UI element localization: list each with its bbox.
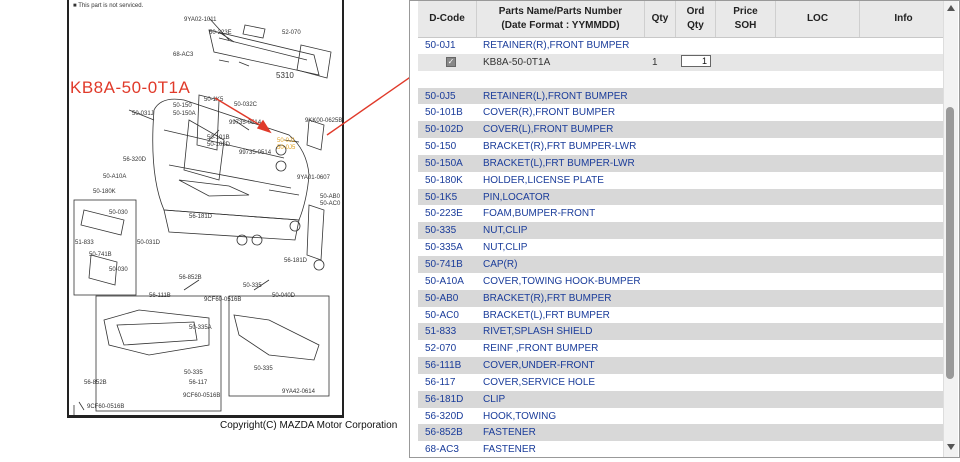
diagram-label: 50-A10A xyxy=(103,174,127,180)
parts-diagram: ■ This part is not serviced. xyxy=(67,0,344,418)
diagram-label: 50-223E xyxy=(209,30,232,36)
diagram-label-highlighted: 50-0J1 xyxy=(277,138,296,144)
diagram-label: 50-AC0 xyxy=(320,201,341,207)
scroll-up-icon[interactable] xyxy=(947,5,955,11)
diagram-label: 50-030 xyxy=(109,210,128,216)
col-loc[interactable]: LOC xyxy=(776,1,860,37)
diagram-label: 56-181D xyxy=(284,258,308,264)
col-parts-name[interactable]: Parts Name/Parts Number(Date Format : YY… xyxy=(477,1,645,37)
table-scrollbar[interactable] xyxy=(943,1,958,457)
order-qty-input[interactable]: 1 xyxy=(681,54,711,67)
scrollbar-thumb[interactable] xyxy=(946,107,954,379)
col-info[interactable]: Info xyxy=(860,1,948,37)
select-checkbox[interactable]: ✓ xyxy=(446,56,456,67)
diagram-label: 50-101B xyxy=(207,135,230,141)
diagram-label: 56-852B xyxy=(179,275,202,281)
copyright-text: Copyright(C) MAZDA Motor Corporation xyxy=(220,420,398,431)
diagram-label: 50-180K xyxy=(93,189,116,195)
diagram-label: 50-AB0 xyxy=(320,194,341,200)
diagram-label: 99735-0514 xyxy=(229,120,262,126)
table-header: D-Code Parts Name/Parts Number(Date Form… xyxy=(418,1,948,38)
diagram-label: 9CF60-0516B xyxy=(183,393,221,399)
diagram-label: 56-117 xyxy=(189,380,208,386)
diagram-label: 56-852B xyxy=(84,380,107,386)
diagram-label: 9KK00-0625B xyxy=(305,118,343,124)
diagram-drawing xyxy=(73,17,332,415)
not-serviced-note: ■ This part is not serviced. xyxy=(73,3,144,9)
diagram-label: 52-070 xyxy=(282,30,301,36)
diagram-label: 9YA02-1011 xyxy=(184,17,217,23)
diagram-label: 50-031D xyxy=(137,240,161,246)
not-serviced-icon: ■ xyxy=(73,3,77,9)
diagram-label: 56-320D xyxy=(123,157,147,163)
scroll-down-icon[interactable] xyxy=(947,444,955,450)
diagram-label: 50-335 xyxy=(184,370,203,376)
diagram-label: 99735-0514 xyxy=(239,150,272,156)
diagram-label: 50-032C xyxy=(234,102,258,108)
diagram-label: 5310 xyxy=(276,71,294,80)
selected-part-row[interactable]: ✓ KB8A-50-0T1A 1 1 xyxy=(418,53,948,71)
diagram-label: 9CF60-0516B xyxy=(87,404,125,410)
col-dcode[interactable]: D-Code xyxy=(418,1,477,37)
diagram-label: 50-150A xyxy=(173,111,196,117)
diagram-label: 50-1K5 xyxy=(204,97,224,103)
diagram-label: 50-335 xyxy=(254,366,273,372)
parts-table: D-Code Parts Name/Parts Number(Date Form… xyxy=(409,0,960,458)
diagram-label: 9YA01-0607 xyxy=(297,175,330,181)
diagram-label: 51-833 xyxy=(75,240,94,246)
diagram-label: 56-181D xyxy=(189,214,213,220)
table-row xyxy=(418,71,948,88)
diagram-label: 50-030 xyxy=(109,267,128,273)
diagram-label: 50-741B xyxy=(89,252,112,258)
col-qty[interactable]: Qty xyxy=(645,1,676,37)
diagram-label: 9CF60-0516B xyxy=(204,297,242,303)
part-number-callout: KB8A-50-0T1A xyxy=(70,78,191,97)
diagram-label: 50-102D xyxy=(207,142,231,148)
diagram-label: 50-040D xyxy=(272,293,296,299)
diagram-label: 50-335A xyxy=(189,325,212,331)
diagram-label: 68-AC3 xyxy=(173,52,194,58)
diagram-label: 50-031J xyxy=(132,111,154,117)
diagram-label-highlighted: 50-0J5 xyxy=(277,145,296,151)
diagram-label: 50-150 xyxy=(173,103,192,109)
diagram-label: 56-111B xyxy=(149,293,171,299)
diagram-label: 9YA42-0614 xyxy=(282,389,315,395)
diagram-label: 50-335 xyxy=(243,283,262,289)
